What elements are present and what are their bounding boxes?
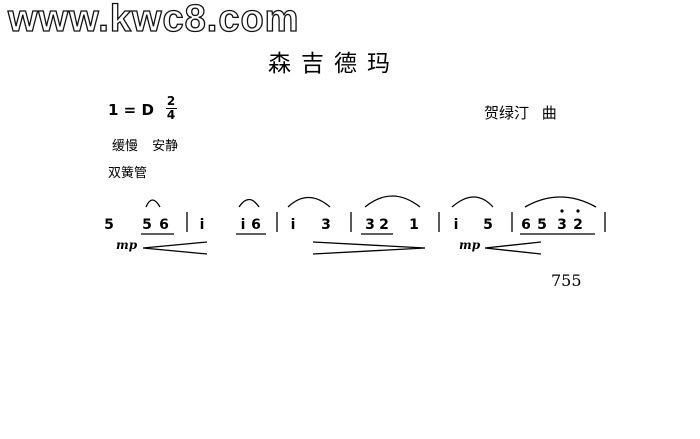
- jianpu-note: 5: [537, 217, 547, 233]
- composer-credit: 贺绿汀 曲: [484, 104, 557, 122]
- slur: [287, 196, 331, 208]
- jianpu-note: 6: [251, 217, 261, 233]
- jianpu-note: 3: [321, 217, 331, 233]
- slur: [451, 196, 494, 208]
- dynamic-mark: mp: [459, 238, 481, 252]
- jianpu-note: 5: [142, 217, 152, 233]
- jianpu-note: 3: [557, 217, 567, 233]
- jianpu-note: i: [454, 217, 459, 233]
- decrescendo-hairpin: [484, 241, 542, 255]
- jianpu-note: 1: [409, 217, 419, 233]
- slur: [364, 195, 421, 208]
- tempo-marking: 缓慢 安静: [112, 139, 179, 154]
- dynamic-mark: mp: [116, 238, 138, 252]
- jianpu-note: 2: [379, 217, 389, 233]
- instrument-name: 双簧管: [108, 166, 148, 181]
- key-signature: 1 = D: [108, 101, 154, 119]
- watermark: www.kwc8.com: [7, 0, 300, 41]
- decrescendo-hairpin: [142, 241, 208, 255]
- slur: [145, 199, 161, 208]
- jianpu-note: 3: [365, 217, 375, 233]
- jianpu-note: 2: [573, 217, 583, 233]
- time-signature-top: 2: [166, 94, 176, 108]
- octave-dot: [560, 209, 564, 213]
- jianpu-note: i: [200, 217, 205, 233]
- jianpu-note: 5: [104, 217, 114, 233]
- jianpu-note: i: [291, 217, 296, 233]
- jianpu-note: i: [241, 217, 246, 233]
- slur: [524, 196, 597, 208]
- hairpin: [312, 241, 426, 255]
- octave-dot: [576, 209, 580, 213]
- jianpu-note: 6: [159, 217, 169, 233]
- jianpu-note: 5: [483, 217, 493, 233]
- slur: [238, 198, 260, 208]
- song-title: 森吉德玛: [268, 51, 400, 77]
- time-signature: 2 4: [164, 95, 178, 122]
- time-signature-bottom: 4: [166, 108, 176, 122]
- page-number: 755: [551, 271, 582, 290]
- jianpu-note: 6: [521, 217, 531, 233]
